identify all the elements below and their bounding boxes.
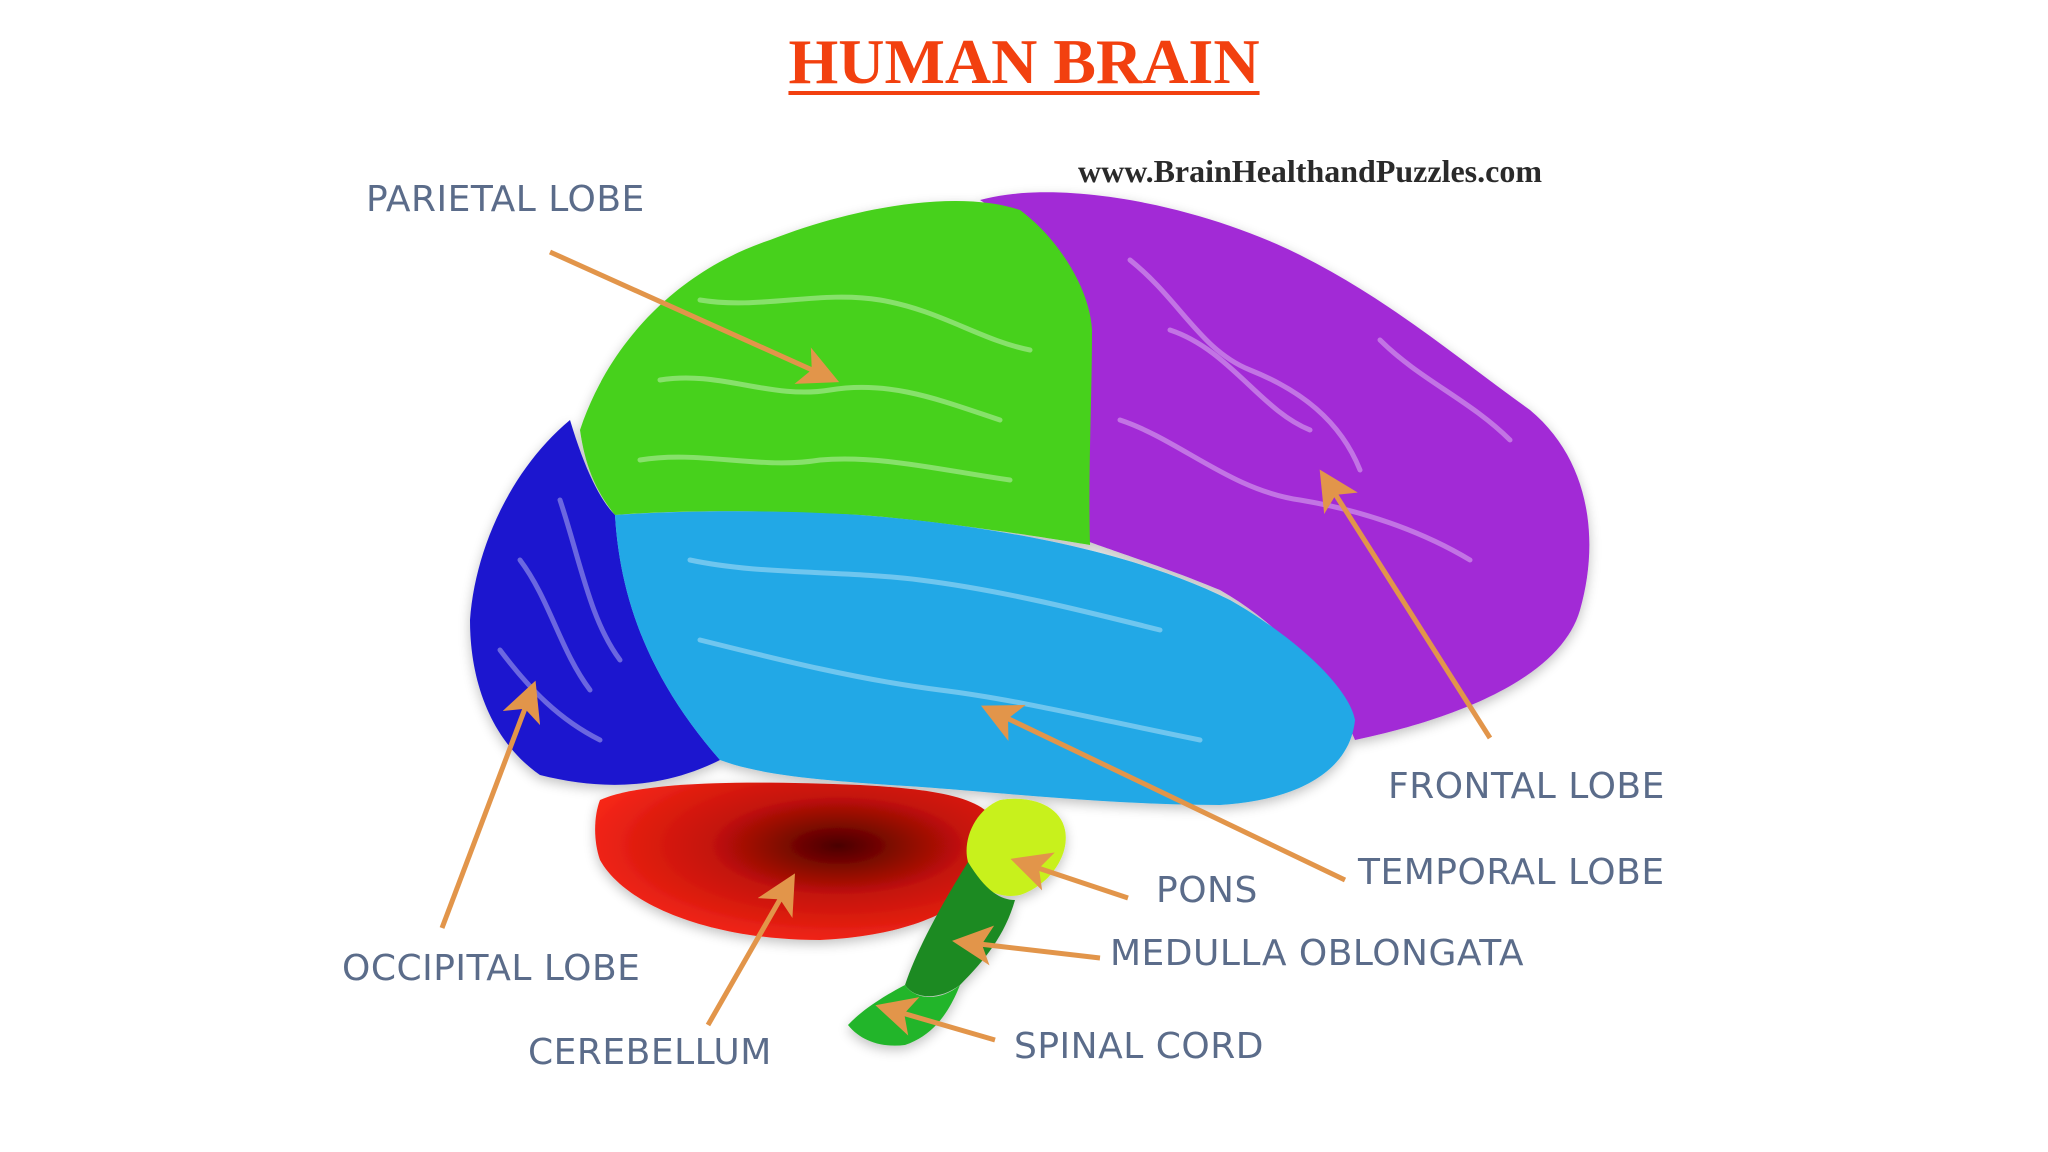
gyri-texture	[497, 257, 1513, 743]
temporal-lobe-arrow	[980, 704, 1347, 883]
parietal-lobe-region	[580, 201, 1092, 545]
parietal-lobe-arrow	[548, 249, 840, 384]
medulla-oblongata-arrow	[952, 925, 1101, 966]
cerebellum-arrow	[705, 873, 795, 1027]
temporal-lobe-label: TEMPORAL LOBE	[1357, 852, 1665, 893]
frontal-lobe-label: FRONTAL LOBE	[1388, 766, 1665, 807]
occipital-lobe-arrow	[439, 680, 541, 929]
pons-label: PONS	[1156, 870, 1258, 911]
pons-arrow	[1010, 852, 1129, 901]
frontal-lobe-region	[980, 192, 1590, 740]
temporal-lobe-region	[615, 511, 1355, 805]
page-title: HUMAN BRAIN	[788, 26, 1260, 97]
watermark-text: www.BrainHealthandPuzzles.com	[1078, 153, 1542, 189]
cerebellum-label: CEREBELLUM	[528, 1032, 772, 1073]
occipital-lobe-label: OCCIPITAL LOBE	[342, 948, 640, 989]
cerebellum-region	[595, 782, 1000, 940]
parietal-lobe-label: PARIETAL LOBE	[366, 179, 645, 220]
frontal-lobe-arrow	[1319, 469, 1493, 740]
spinal-cord-arrow	[875, 997, 996, 1043]
spinal-cord-label: SPINAL CORD	[1014, 1026, 1264, 1067]
medulla-oblongata-label: MEDULLA OBLONGATA	[1110, 933, 1524, 974]
